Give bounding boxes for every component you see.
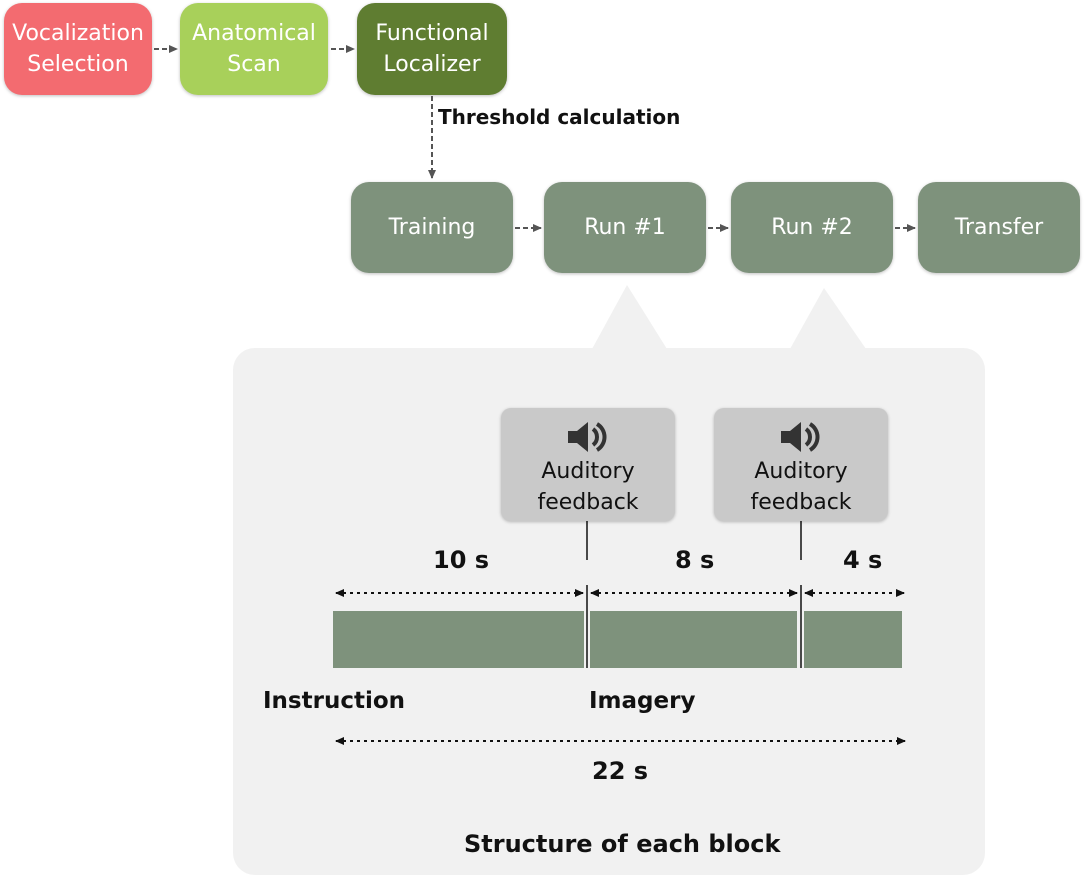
auditory-feedback-box-2: Auditory feedback: [714, 408, 888, 521]
training-box: Training: [351, 182, 513, 273]
callout-run2: [790, 288, 866, 349]
anatomical-scan-box: Anatomical Scan: [180, 3, 328, 95]
run-1-label: Run #1: [584, 215, 666, 240]
vocalization-selection-label: Vocalization Selection: [12, 21, 144, 77]
auditory-feedback-label-2: Auditory feedback: [750, 459, 852, 515]
anatomical-scan-label: Anatomical Scan: [192, 21, 316, 77]
transfer-box: Transfer: [918, 182, 1080, 273]
functional-localizer-label: Functional Localizer: [375, 21, 489, 77]
segment-imagery-2: [804, 611, 902, 668]
speaker-icon: [781, 422, 820, 452]
vocalization-selection-box: Vocalization Selection: [4, 3, 152, 95]
threshold-calculation-label: Threshold calculation: [438, 105, 681, 129]
duration-label-8s: 8 s: [675, 546, 715, 574]
callout-run1: [592, 285, 667, 349]
auditory-feedback-label-1: Auditory feedback: [537, 459, 639, 515]
transfer-label: Transfer: [954, 215, 1044, 240]
total-duration-label: 22 s: [592, 757, 649, 785]
speaker-icon: [568, 422, 607, 452]
functional-localizer-box: Functional Localizer: [357, 3, 507, 95]
duration-label-4s: 4 s: [843, 546, 883, 574]
instruction-label: Instruction: [263, 688, 406, 714]
training-label: Training: [388, 215, 476, 240]
segment-instruction: [333, 611, 584, 668]
imagery-label: Imagery: [589, 688, 696, 714]
segment-imagery-1: [590, 611, 797, 668]
block-structure-title: Structure of each block: [464, 830, 781, 858]
run-1-box: Run #1: [544, 182, 706, 273]
run-2-box: Run #2: [731, 182, 893, 273]
run-2-label: Run #2: [771, 215, 853, 240]
auditory-feedback-box-1: Auditory feedback: [501, 408, 675, 521]
duration-label-10s: 10 s: [433, 546, 490, 574]
